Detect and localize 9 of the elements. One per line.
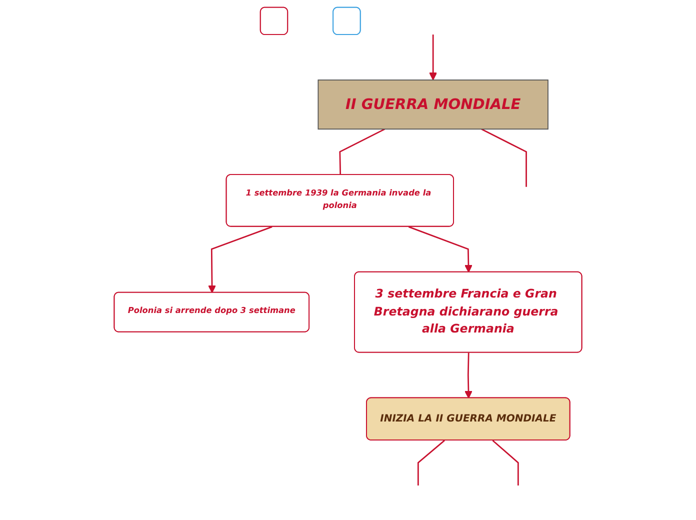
arrow	[408, 226, 472, 273]
connector	[339, 128, 385, 176]
connector	[481, 128, 527, 187]
connector	[492, 440, 519, 486]
arrow	[208, 226, 272, 294]
arrow	[429, 34, 438, 80]
connector	[417, 440, 445, 486]
node-box: II GUERRA MONDIALE	[318, 80, 548, 130]
arrow	[464, 352, 472, 399]
